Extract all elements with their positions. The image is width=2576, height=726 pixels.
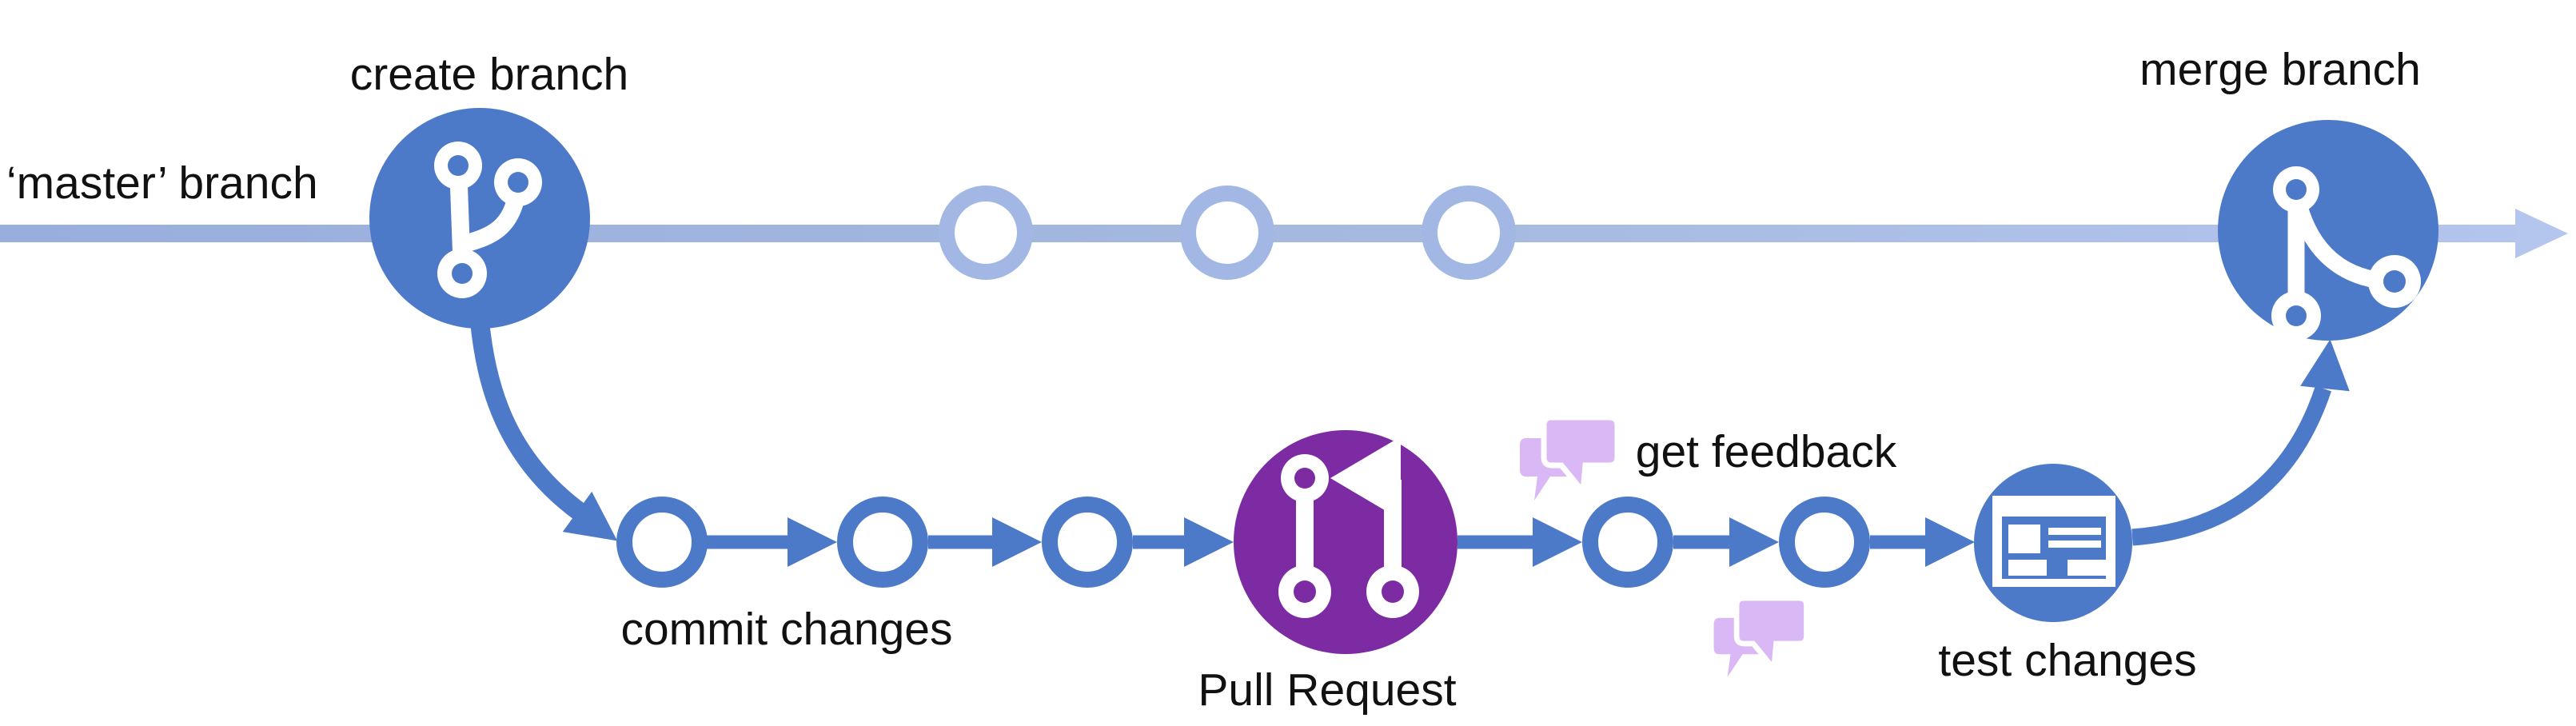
label-pull-request: Pull Request: [1198, 664, 1456, 716]
master-line-arrowhead-icon: [2515, 209, 2568, 258]
feature-branch-arrows: [707, 517, 1975, 567]
git-pull-request-icon: [1278, 437, 1419, 618]
master-commit-rings: [939, 185, 1516, 280]
branch-down-arrow: [470, 320, 632, 561]
label-merge-branch: merge branch: [2139, 44, 2421, 95]
create-branch-node: [369, 108, 590, 329]
commit-ring: [1582, 497, 1673, 588]
merge-up-arrow: [2131, 337, 2355, 546]
browser-window-icon: [1992, 496, 2115, 587]
label-create-branch: create branch: [350, 49, 629, 100]
label-commit-changes: commit changes: [620, 604, 952, 655]
pull-request-node: [1234, 430, 1457, 654]
commit-ring: [1779, 497, 1870, 588]
label-master-branch: ‘master’ branch: [6, 158, 318, 209]
label-get-feedback: get feedback: [1636, 426, 1897, 477]
master-commit-ring: [1422, 185, 1516, 280]
git-branch-icon: [434, 142, 542, 298]
commit-ring: [616, 497, 708, 588]
master-commit-ring: [939, 185, 1033, 280]
label-test-changes: test changes: [1938, 635, 2196, 686]
feedback-chat-icon-lower: [1713, 595, 1809, 677]
merge-branch-node: [2218, 120, 2438, 341]
test-changes-node: [1974, 464, 2132, 622]
commit-ring: [1042, 497, 1133, 588]
commit-ring: [837, 497, 928, 588]
feedback-chat-icon: [1520, 414, 1621, 501]
master-commit-ring: [1180, 185, 1274, 280]
git-merge-icon: [2271, 166, 2421, 341]
feature-commit-rings: [616, 497, 1870, 588]
